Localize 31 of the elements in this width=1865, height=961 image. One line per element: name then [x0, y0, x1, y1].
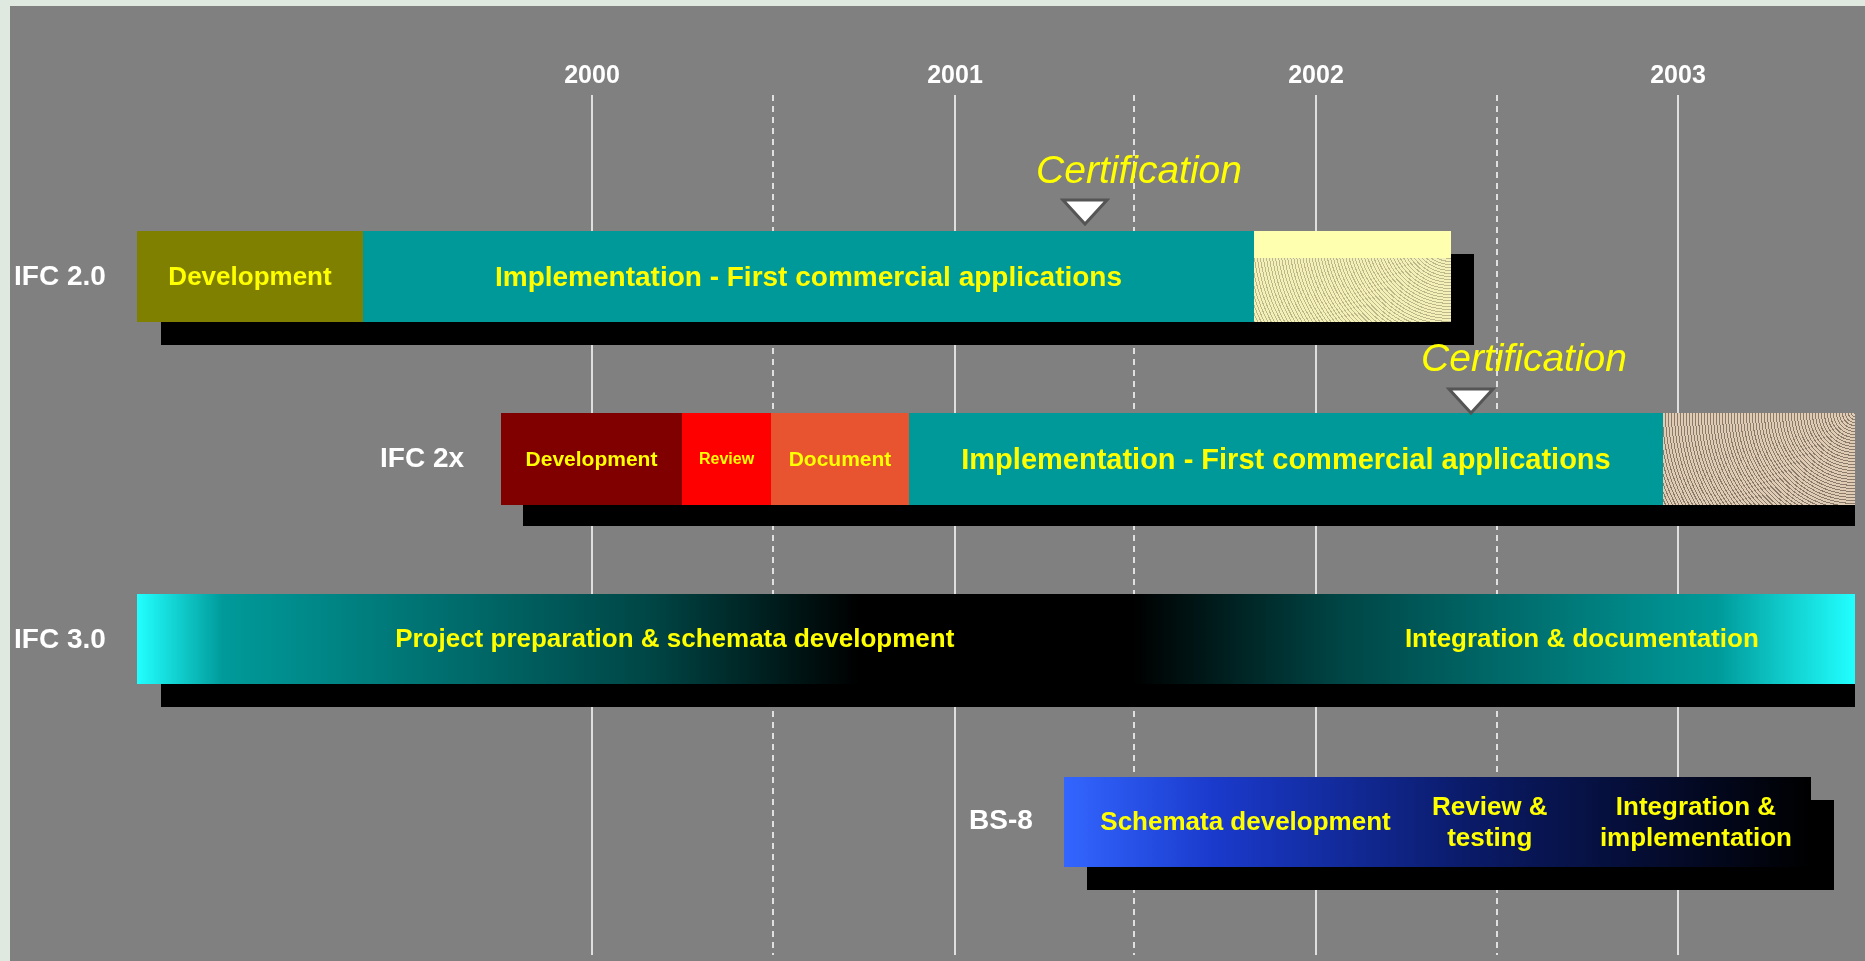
phase-label: Schemata development: [1100, 806, 1391, 838]
phase-label: Implementation - First commercial applications: [495, 259, 1122, 294]
milestone-label: Certification: [1036, 148, 1242, 192]
row-label: IFC 2x: [380, 442, 465, 474]
phase-bar: [137, 231, 363, 322]
phase-bar: [682, 413, 771, 505]
row-label: BS-8: [969, 804, 1033, 836]
phase-label: Integration & implementation: [1598, 790, 1793, 854]
phase-bar: [909, 413, 1663, 505]
year-label: 2000: [564, 59, 620, 89]
year-label: 2003: [1650, 59, 1706, 89]
phase-bar: [771, 413, 909, 505]
phase-bar: [137, 594, 1855, 684]
phase-bar: [501, 413, 682, 505]
phase-label: Implementation - First commercial applications: [961, 441, 1611, 477]
row-label: IFC 3.0: [14, 623, 106, 655]
phase-label: Review: [698, 449, 755, 469]
phase-label: Integration & documentation: [1404, 623, 1759, 655]
phase-label: Development: [168, 260, 332, 293]
phase-label: Document: [788, 446, 892, 472]
year-label: 2002: [1288, 59, 1344, 89]
phase-bar: [1064, 777, 1811, 867]
year-label: 2001: [927, 59, 983, 89]
shaded-bar: [1254, 231, 1451, 322]
phase-bar: [363, 231, 1254, 322]
row-label: IFC 2.0: [14, 260, 106, 292]
milestone-label: Certification: [1421, 336, 1627, 380]
phase-label: Review & testing: [1430, 790, 1549, 854]
shaded-bar: [1663, 413, 1855, 505]
phase-label: Project preparation & schemata development: [395, 623, 955, 655]
phase-label: Development: [525, 446, 658, 472]
